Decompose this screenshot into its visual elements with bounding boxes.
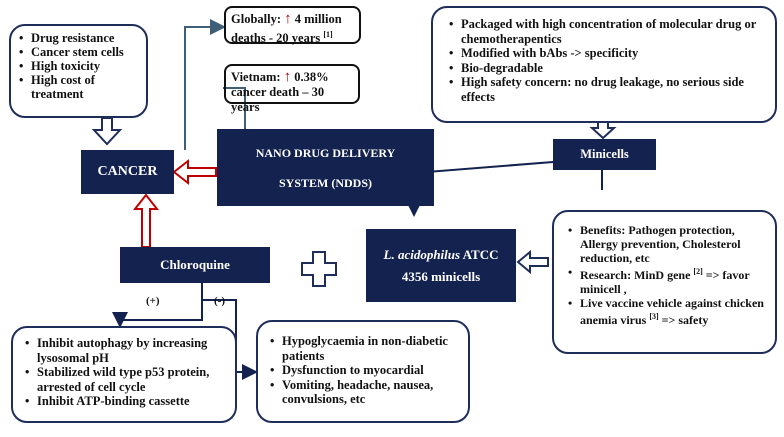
global-stat-box: Globally: ↑ 4 million deaths - 20 years … xyxy=(224,6,361,46)
vietnam-stat-box: Vietnam: ↑ 0.38% cancer death – 30 years xyxy=(224,64,360,114)
effect-item: Hypoglycaemia in non-diabetic patients xyxy=(268,334,462,363)
global-stat-ref: [1] xyxy=(323,30,333,39)
connector-chloro-plus xyxy=(112,312,203,328)
lacto-name-italic: L. acidophilus xyxy=(383,246,461,262)
vietnam-stat-prefix: Vietnam: xyxy=(231,70,281,84)
up-arrow-icon: ↑ xyxy=(284,11,292,27)
benefit-item-text: Live vaccine vehicle against chicken ane… xyxy=(580,296,764,327)
positive-effects-box: Inhibit autophagy by increasing lysosoma… xyxy=(11,326,237,423)
property-item: Bio-degradable xyxy=(447,61,767,76)
minicells-label: Minicells xyxy=(580,147,629,161)
hollow-arrow-benefits-lacto xyxy=(516,249,549,275)
effect-item: Dysfunction to myocardial xyxy=(268,363,462,378)
benefit-item-text: Research: MinD gene xyxy=(580,268,694,282)
ndds-line2: SYSTEM (NDDS) xyxy=(278,175,372,190)
benefit-ref: [3] xyxy=(649,312,659,321)
hollow-arrow-props-minicells xyxy=(589,121,617,140)
cancer-causes-list: Drug resistance Cancer stem cells High t… xyxy=(17,31,140,101)
property-item: Packaged with high concentration of mole… xyxy=(447,17,767,46)
hollow-arrow-ndds-cancer xyxy=(172,158,217,186)
hollow-arrow-causes-cancer xyxy=(91,117,123,146)
ndds-box: NANO DRUG DELIVERY SYSTEM (NDDS) xyxy=(217,129,434,206)
positive-effects-list: Inhibit autophagy by increasing lysosoma… xyxy=(23,336,229,409)
effect-item: Inhibit autophagy by increasing lysosoma… xyxy=(23,336,229,365)
lacto-name-rest: ATCC xyxy=(460,246,499,262)
benefit-item: Live vaccine vehicle against chicken ane… xyxy=(566,296,767,327)
ndds-line1: NANO DRUG DELIVERY xyxy=(255,145,396,160)
plus-sign xyxy=(301,251,337,287)
up-arrow-icon: ↑ xyxy=(283,69,292,85)
benefits-box: Benefits: Pathogen protection, Allergy p… xyxy=(552,210,777,354)
negative-effects-box: Hypoglycaemia in non-diabetic patients D… xyxy=(256,320,470,423)
connector-ndds-global xyxy=(184,19,226,150)
effect-item: Vomiting, headache, nausea, convulsions,… xyxy=(268,378,462,407)
chloroquine-label: Chloroquine xyxy=(160,257,230,272)
hollow-arrow-chloro-cancer xyxy=(132,193,160,248)
property-item: Modified with bAbs -> specificity xyxy=(447,46,767,61)
minus-label: (-) xyxy=(214,295,225,307)
cause-item: High cost of treatment xyxy=(17,73,140,101)
cancer-box: CANCER xyxy=(81,150,174,194)
cause-item: High toxicity xyxy=(17,59,140,73)
cause-item: Drug resistance xyxy=(17,31,140,45)
global-stat-prefix: Globally: xyxy=(231,12,282,26)
benefits-list: Benefits: Pathogen protection, Allergy p… xyxy=(566,223,767,327)
lacto-line2: 4356 minicells xyxy=(401,268,481,284)
benefit-item: Research: MinD gene [2] => favor minicel… xyxy=(566,265,767,296)
lacto-name: L. acidophilus ATCC xyxy=(384,244,499,266)
benefit-item-text: => favor minicell , xyxy=(580,268,750,296)
chloroquine-box: Chloroquine xyxy=(120,247,270,283)
benefit-item: Benefits: Pathogen protection, Allergy p… xyxy=(566,223,767,265)
cancer-causes-box: Drug resistance Cancer stem cells High t… xyxy=(9,24,148,118)
effect-item: Stabilized wild type p53 protein, arrest… xyxy=(23,365,229,394)
cancer-label: CANCER xyxy=(97,164,158,179)
negative-effects-list: Hypoglycaemia in non-diabetic patients D… xyxy=(268,334,462,407)
benefit-ref: [2] xyxy=(693,267,703,276)
plus-label: (+) xyxy=(146,295,160,307)
global-stat-value: 4 million deaths - 20 years xyxy=(231,12,342,46)
effect-item: Inhibit ATP-binding cassette xyxy=(23,394,229,409)
cause-item: Cancer stem cells xyxy=(17,45,140,59)
benefit-item-text: => safety xyxy=(658,313,709,327)
vietnam-stat-value: 0.38% cancer death – 30 years xyxy=(231,70,329,114)
lacto-box: L. acidophilus ATCC 4356 minicells xyxy=(366,229,516,302)
connector-minicells-lacto xyxy=(406,161,554,217)
property-item: High safety concern: no drug leakage, no… xyxy=(447,75,767,104)
minicell-properties-box: Packaged with high concentration of mole… xyxy=(431,6,777,123)
minicell-properties-list: Packaged with high concentration of mole… xyxy=(447,17,767,104)
minicells-box: Minicells xyxy=(553,139,656,170)
